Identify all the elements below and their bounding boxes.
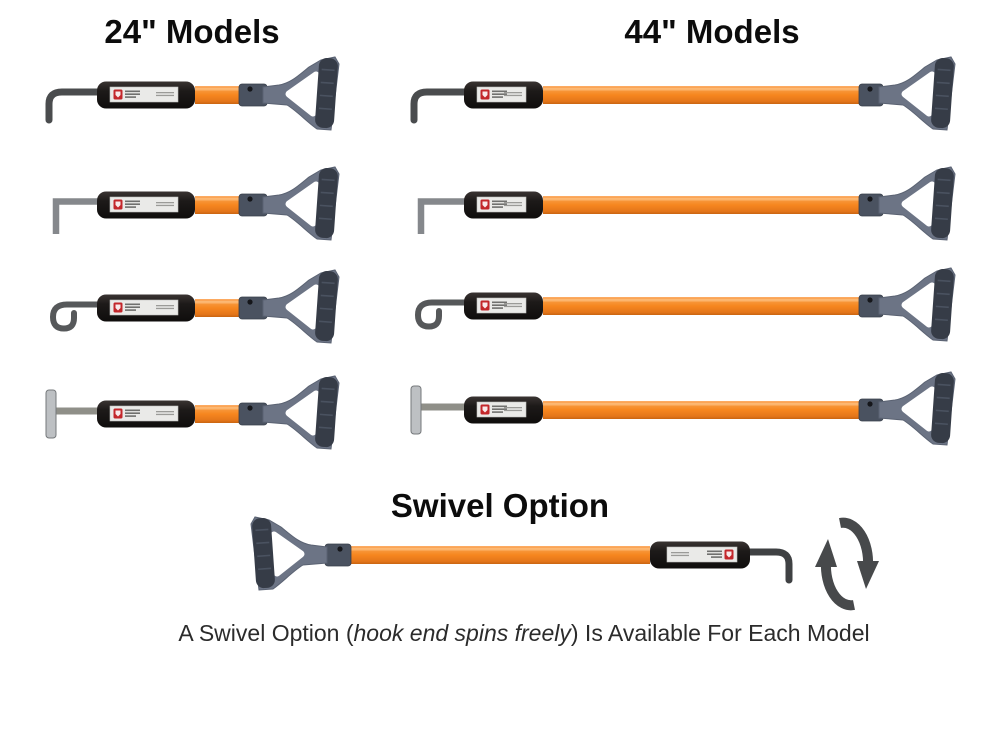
hook-end	[417, 198, 472, 234]
tool-44in-right-angle-hook	[417, 166, 956, 241]
caption-italic: hook end spins freely	[353, 620, 571, 646]
shaft-highlight	[195, 88, 239, 91]
rotate-arrows-icon	[815, 517, 879, 611]
handle-grip-pad	[931, 268, 954, 340]
rivet	[247, 86, 253, 92]
handle-grip-pad	[315, 376, 338, 448]
rivet	[867, 196, 873, 202]
shaft-highlight	[195, 407, 239, 410]
rivet	[867, 401, 873, 407]
hook-end	[45, 88, 109, 124]
models-44-heading: 44" Models	[624, 13, 800, 50]
models-24-heading: 24" Models	[104, 13, 280, 50]
brand-label	[476, 297, 527, 314]
handle-grip-pad	[931, 372, 954, 444]
shaft-highlight	[351, 548, 650, 551]
brand-label	[109, 196, 179, 213]
hook-end	[410, 385, 422, 435]
handle-grip-pad	[931, 57, 954, 129]
brand-label	[666, 546, 738, 563]
d-handle	[878, 56, 956, 131]
tool-24in-j-hook	[49, 269, 340, 344]
rivet	[337, 546, 343, 552]
t-bar-rod	[54, 407, 105, 415]
d-handle	[878, 166, 956, 241]
brand-label	[476, 86, 527, 103]
tool-swivel-round-hook	[250, 516, 793, 591]
tool-24in-t-bar	[45, 375, 340, 450]
hook-end	[49, 301, 108, 332]
handle-grip-pad	[315, 270, 338, 342]
hook-end	[52, 198, 105, 234]
handle-grip-pad	[931, 167, 954, 239]
handle-grip-pad	[315, 57, 338, 129]
shaft-highlight	[543, 88, 859, 91]
brand-label	[109, 86, 179, 103]
d-handle	[250, 516, 328, 591]
t-bar-rod	[419, 403, 472, 411]
rivet	[247, 405, 253, 411]
caption-prefix: A Swivel Option (	[178, 620, 354, 646]
d-handle	[262, 375, 340, 450]
d-handle	[262, 269, 340, 344]
rivet	[867, 297, 873, 303]
rivet	[247, 299, 253, 305]
caption-suffix: ) Is Available For Each Model	[570, 620, 870, 646]
rivet	[247, 196, 253, 202]
d-handle	[262, 166, 340, 241]
brand-label	[476, 401, 527, 418]
brand-label	[109, 299, 179, 316]
connector	[324, 543, 352, 567]
hook-end	[410, 88, 476, 124]
handle-grip-pad	[315, 167, 338, 239]
shaft-highlight	[543, 403, 859, 406]
swivel-caption: A Swivel Option (hook end spins freely) …	[24, 620, 1000, 647]
rivet	[867, 86, 873, 92]
hook-end	[414, 299, 475, 330]
hook-end	[45, 389, 57, 439]
shaft-highlight	[543, 299, 859, 302]
handle-grip-pad	[252, 517, 275, 589]
d-handle	[878, 267, 956, 342]
tool-24in-right-angle-hook	[52, 166, 340, 241]
d-handle	[878, 371, 956, 446]
brand-label	[109, 405, 179, 422]
hook-end	[738, 548, 793, 584]
swivel-heading: Swivel Option	[390, 487, 610, 524]
tool-44in-round-hook	[410, 56, 956, 131]
tool-44in-j-hook	[414, 267, 956, 342]
shaft-highlight	[543, 198, 859, 201]
shaft-highlight	[195, 198, 239, 201]
brand-label	[476, 196, 527, 213]
tool-24in-round-hook	[45, 56, 340, 131]
shaft-highlight	[195, 301, 239, 304]
tool-44in-t-bar	[410, 371, 956, 446]
d-handle	[262, 56, 340, 131]
